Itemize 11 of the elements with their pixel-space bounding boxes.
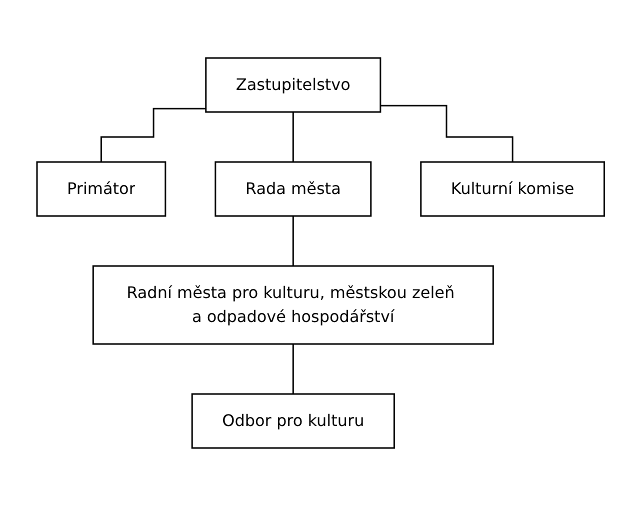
connector xyxy=(100,107,206,162)
connector xyxy=(380,104,514,162)
node-box: Kulturní komise xyxy=(420,160,606,216)
connector xyxy=(292,342,294,394)
node-box: Radní města pro kulturu, městskou zeleň a odpadové hospodářství xyxy=(92,264,494,344)
node-box: Odbor pro kulturu xyxy=(192,392,396,448)
node-box: Rada města xyxy=(215,160,372,216)
node-box: Zastupitelstvo xyxy=(206,56,382,112)
node-box: Primátor xyxy=(36,160,167,216)
connector xyxy=(292,214,294,266)
connector xyxy=(292,110,294,162)
